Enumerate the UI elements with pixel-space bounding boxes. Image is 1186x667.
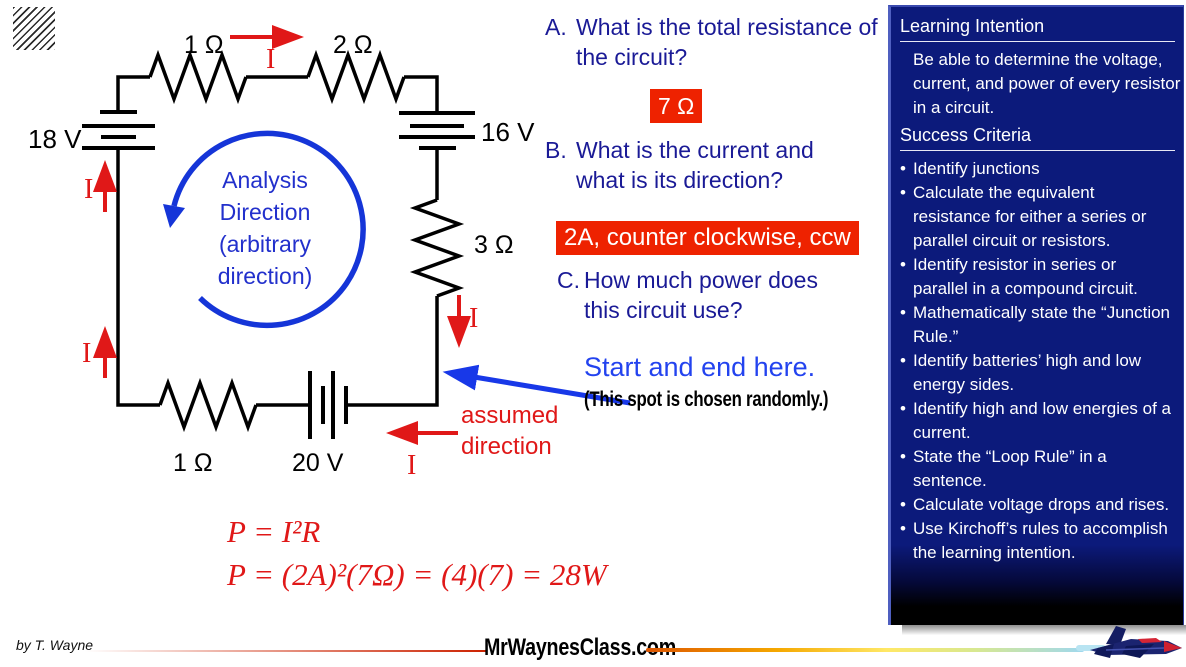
author-credit: by T. Wayne <box>16 637 94 653</box>
question-a-text: What is the total resistance of the circ… <box>576 14 878 70</box>
criteria-item: Mathematically state the “Junction Rule.… <box>900 301 1175 349</box>
battery-16v <box>399 111 475 150</box>
criteria-item: State the “Loop Rule” in a sentence. <box>900 445 1175 493</box>
panel-divider-bottom <box>900 150 1175 151</box>
success-criteria-title: Success Criteria <box>900 125 1032 145</box>
analysis-text-line2: Direction <box>220 199 311 225</box>
jet-icon <box>1076 626 1182 658</box>
question-c-label: C. <box>557 267 580 293</box>
learning-intention-panel: Learning Intention Be able to determine … <box>888 5 1184 625</box>
website-name: MrWaynesClass.com <box>484 634 676 661</box>
criteria-item: Identify high and low energies of a curr… <box>900 397 1175 445</box>
current-label-left-lower: I <box>82 338 91 369</box>
criteria-item: Identify batteries’ high and low energy … <box>900 349 1175 397</box>
question-b-text: What is the current and what is its dire… <box>576 137 814 193</box>
random-spot-note: (This spot is chosen randomly.) <box>584 388 829 411</box>
start-point-arrow <box>442 364 631 406</box>
criteria-item: Identify junctions <box>900 157 1175 181</box>
success-criteria-list: Identify junctions Calculate the equival… <box>900 157 1175 565</box>
analysis-text-line1: Analysis <box>222 167 308 193</box>
resistor-1ohm-top <box>148 49 248 105</box>
footer-rainbow-line <box>646 648 1084 652</box>
start-end-note: Start and end here. <box>584 352 816 382</box>
answer-b-box: 2A, counter clockwise, ccw <box>556 221 859 255</box>
hatched-square-icon <box>13 7 55 50</box>
resistor-3ohm <box>409 198 465 298</box>
question-c-text: How much power does this circuit use? <box>584 267 818 323</box>
analysis-text-line3: (arbitrary <box>219 231 312 257</box>
label-battery-18v: 18 V <box>28 124 82 154</box>
assumed-direction-line1: assumed <box>461 402 559 429</box>
criteria-item: Identify resistor in series or parallel … <box>900 253 1175 301</box>
circuit-diagram: 1 Ω 2 Ω 18 V 16 V 3 Ω 1 Ω 20 V I I I I I <box>28 25 631 481</box>
question-b-label: B. <box>545 137 567 163</box>
label-resistor-1ohm-bottom: 1 Ω <box>173 449 213 477</box>
current-label-right: I <box>469 303 478 334</box>
resistor-2ohm <box>306 49 406 105</box>
current-label-left-upper: I <box>84 174 93 205</box>
footer-line-left <box>84 650 486 652</box>
question-b: B. What is the current and what is its d… <box>545 135 868 195</box>
circuit-wires <box>116 49 465 433</box>
current-label-top: I <box>266 44 275 75</box>
criteria-item: Calculate voltage drops and rises. <box>900 493 1175 517</box>
label-resistor-2ohm: 2 Ω <box>333 31 373 59</box>
current-label-bottom: I <box>407 450 416 481</box>
label-resistor-1ohm-top: 1 Ω <box>184 31 224 59</box>
question-a-label: A. <box>545 14 567 40</box>
analysis-direction-arrowhead <box>163 204 185 228</box>
panel-title: Learning Intention <box>900 16 1045 36</box>
criteria-item: Calculate the equivalent resistance for … <box>900 181 1175 253</box>
criteria-item: Use Kirchoff’s rules to accomplish the l… <box>900 517 1175 565</box>
power-formula: P = I²R <box>227 514 321 549</box>
learning-intention-text: Be able to determine the voltage, curren… <box>913 50 1181 117</box>
resistor-1ohm-bottom <box>158 377 258 433</box>
battery-18v <box>82 110 155 150</box>
label-battery-20v: 20 V <box>292 449 344 477</box>
label-battery-16v: 16 V <box>481 117 535 147</box>
analysis-text-line4: direction) <box>218 263 313 289</box>
battery-20v <box>308 371 348 439</box>
question-c: C. How much power does this circuit use? <box>557 265 823 325</box>
question-a: A. What is the total resistance of the c… <box>545 12 913 72</box>
assumed-direction-line2: direction <box>461 433 552 460</box>
analysis-direction-arc <box>171 130 366 329</box>
answer-a-box: 7 Ω <box>650 89 703 123</box>
panel-divider-top <box>900 41 1175 42</box>
label-resistor-3ohm: 3 Ω <box>474 231 514 259</box>
assumed-direction-note: assumed direction <box>461 400 558 462</box>
power-calculation: P = (2A)²(7Ω) = (4)(7) = 28W <box>227 557 607 592</box>
